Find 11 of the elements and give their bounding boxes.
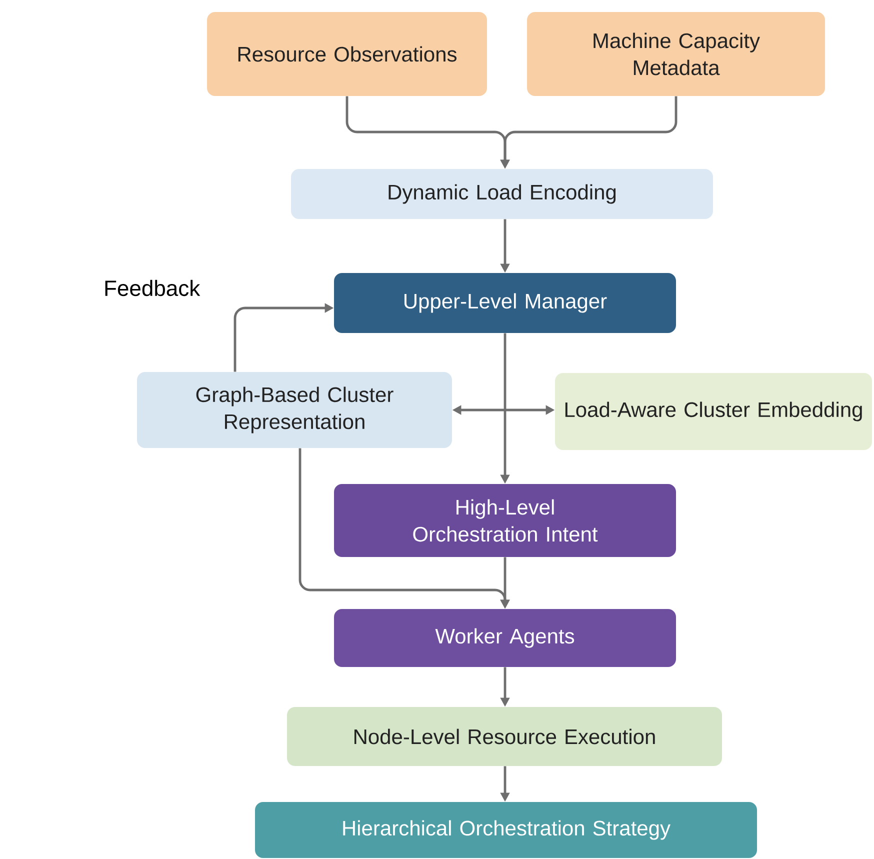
process-box: Graph-Based Cluster Representation [137, 372, 452, 448]
process-box: High-Level Orchestration Intent [334, 484, 676, 557]
process-box: Machine Capacity Metadata [527, 12, 826, 96]
process-box: Upper-Level Manager [334, 273, 676, 333]
process-box: Load-Aware Cluster Embedding [555, 373, 872, 450]
feedback-label: Feedback [105, 280, 200, 296]
process-box: Node-Level Resource Execution [287, 707, 722, 766]
process-box: Dynamic Load Encoding [291, 169, 713, 219]
process-box: Resource Observations [207, 12, 487, 96]
process-box: Hierarchical Orchestration Strategy [255, 802, 757, 858]
process-box: Worker Agents [334, 609, 676, 667]
